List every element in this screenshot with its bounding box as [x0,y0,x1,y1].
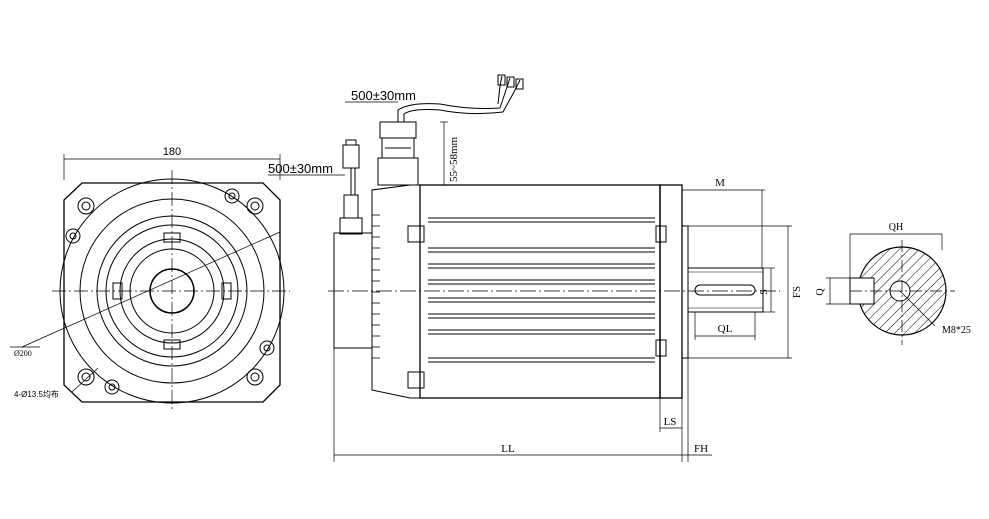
shaft-section [826,233,955,345]
front-view [10,154,290,412]
dim-ls-label: LS [664,416,677,428]
dim-q-label: Q [815,288,826,296]
dim-m-label: M [715,177,725,189]
dim-s-label: S [759,289,770,295]
diameter-label: Ø200 [14,349,32,358]
thread-label: M8*25 [942,325,971,336]
width-dimension-label: 180 [163,146,181,158]
dim-qh-label: QH [889,222,903,233]
dim-ll-label: LL [501,443,515,455]
dim-fs-label: FS [791,286,803,298]
connector-height-label: 55~58mm [448,136,460,182]
dim-fh-label: FH [694,443,708,455]
holes-label: 4-Ø13.5均布 [14,389,59,399]
dim-ql-label: QL [718,323,733,335]
side-view [268,74,792,462]
cable2-length-label: 500±30mm [268,161,333,176]
cable1-length-label: 500±30mm [351,88,416,103]
